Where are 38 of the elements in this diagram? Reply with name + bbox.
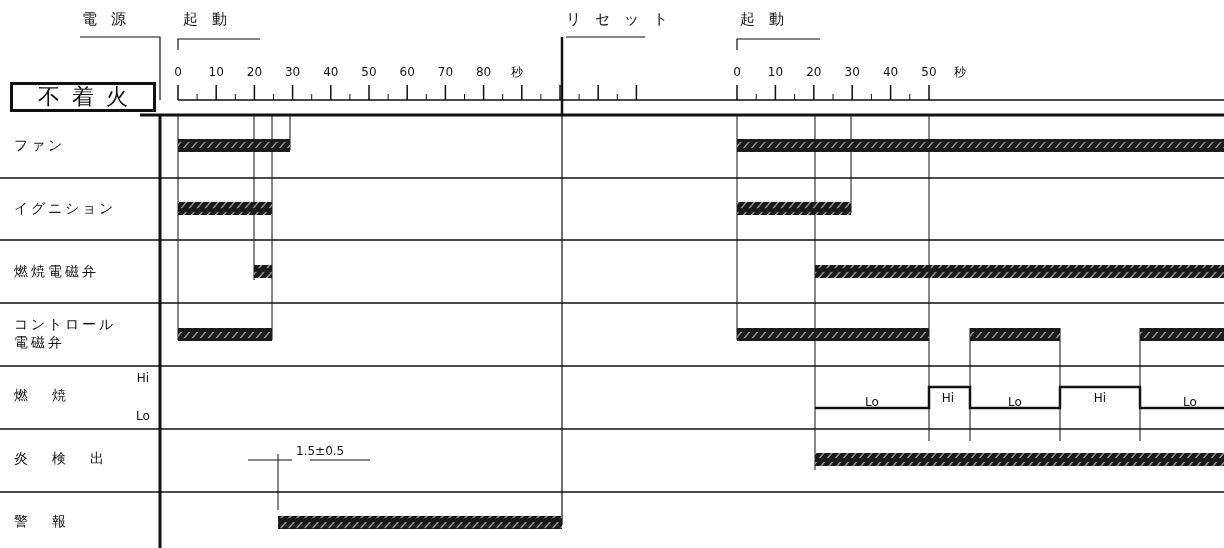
signal-label: 炎検出 [14,451,128,465]
tick-label: 40 [882,66,899,78]
level-label: Lo [1183,396,1197,408]
signal-label: 警報 [14,514,90,528]
tick-label: 30 [844,66,860,78]
status-box [10,82,156,112]
level-label: Hi [941,392,955,404]
signal-label: 燃焼 [14,388,90,402]
tick-label: 30 [284,66,301,78]
signal-label: イグニション [14,201,116,215]
tick-label: 20 [246,66,263,78]
phase-label: 起動 [740,12,798,27]
level-label: Lo [865,396,879,408]
tick-label: 秒 [511,66,523,78]
tick-label: 40 [323,66,339,78]
tick-label: 0 [174,66,182,78]
signal-label: 燃焼電磁弁 [14,264,99,278]
level-label: Lo [136,410,150,422]
dimension-label: 1.5±0.5 [296,445,345,457]
tick-label: 50 [361,66,377,78]
phase-label: リセット [566,12,682,27]
tick-label: 80 [475,66,492,78]
signal-label: ファン [14,138,65,152]
tick-label: 20 [806,66,822,78]
tick-label: 60 [399,66,415,78]
tick-label: 50 [921,66,937,78]
level-label: Hi [136,372,150,384]
phase-label: 起動 [183,12,241,27]
level-label: Lo [1008,396,1022,408]
tick-label: 秒 [954,66,966,78]
tick-label: 10 [208,66,224,78]
tick-label: 10 [767,66,784,78]
status-text: 不着火 [38,86,140,108]
phase-label: 電源 [82,12,140,27]
signal-label: コントロール電磁弁 [14,316,117,351]
tick-label: 70 [437,66,454,78]
level-label: Hi [1093,392,1107,404]
tick-label: 0 [733,66,741,78]
